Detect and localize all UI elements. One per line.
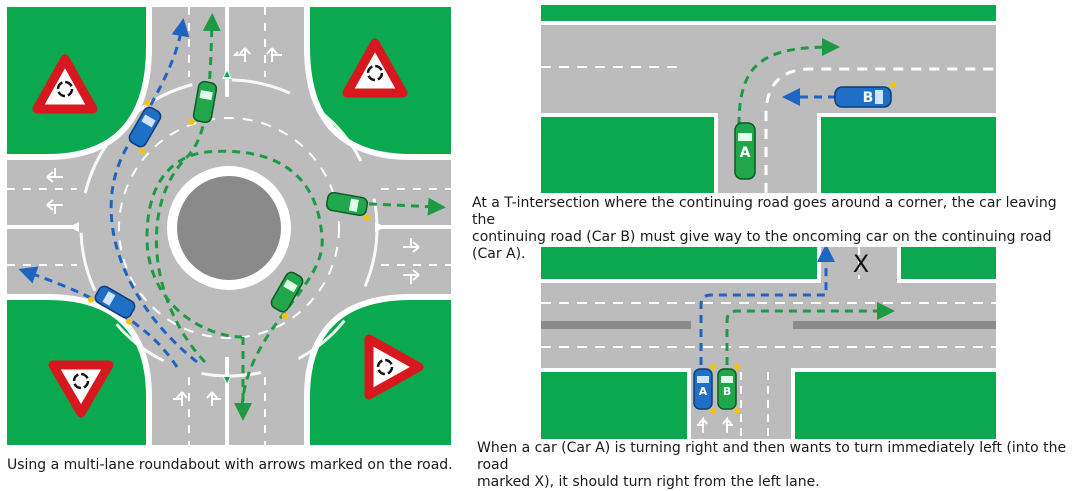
t-intersection-caption: At a T-intersection where the continuing… [472, 195, 1078, 263]
caption-line: At a T-intersection where the continuing… [472, 195, 1057, 228]
give-way-roundabout-sign-icon [48, 360, 114, 418]
roundabout-diagram [7, 7, 451, 445]
car-b-path [725, 302, 895, 365]
lane-arrow [46, 47, 420, 406]
road-marker-x: X [853, 250, 869, 278]
car-a-label: A [699, 385, 708, 398]
t-intersection-svg: A B [541, 5, 996, 193]
car-a: A [693, 364, 716, 414]
car-b: B [834, 82, 896, 108]
right-then-left-caption: When a car (Car A) is turning right and … [477, 440, 1077, 491]
car-b-label: B [723, 385, 731, 398]
car-a-path [699, 247, 835, 365]
blue-car [87, 285, 136, 325]
blue-path-full-turn [109, 18, 198, 364]
give-way-roundabout-sign-icon [342, 38, 408, 98]
roundabout-caption: Using a multi-lane roundabout with arrow… [7, 457, 453, 473]
car-a-label: A [740, 145, 751, 161]
right-then-left-diagram: X A B [541, 247, 996, 439]
right-then-left-svg: X A B [541, 247, 996, 439]
green-car [188, 80, 218, 125]
give-way-roundabout-sign-icon [32, 54, 98, 114]
blue-car [128, 99, 162, 155]
give-way-roundabout-sign-icon [364, 334, 424, 400]
roundabout-svg [7, 7, 451, 445]
green-car [270, 271, 304, 320]
car-b: B [717, 364, 740, 414]
green-path-circulate [145, 149, 324, 408]
central-island [177, 176, 281, 280]
t-intersection-diagram: A B [541, 5, 996, 193]
caption-line: When a car (Car A) is turning right and … [477, 440, 1067, 473]
blue-path-left-turn [18, 266, 179, 368]
car-b-label: B [863, 90, 874, 106]
green-car [325, 191, 370, 221]
caption-line: continuing road (Car B) must give way to… [472, 229, 1052, 262]
car-a-path [737, 38, 840, 126]
car-a: A [734, 122, 756, 180]
lane-arrow [697, 416, 733, 433]
